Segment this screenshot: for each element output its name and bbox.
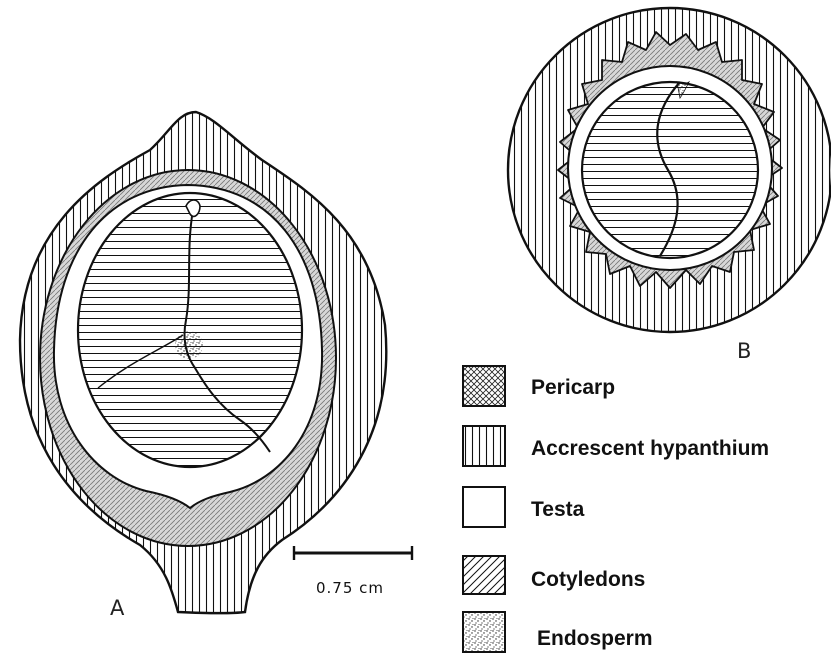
- panel-label-b: B: [737, 339, 751, 363]
- legend-label-testa: Testa: [531, 498, 585, 521]
- section-b-cotyledons: [582, 82, 758, 258]
- section-b: [508, 8, 831, 332]
- legend-item-cotyledons: Cotyledons: [463, 556, 645, 594]
- legend-label-cotyledons: Cotyledons: [531, 568, 645, 591]
- section-a: [20, 112, 386, 613]
- legend-swatch-cotyledons: [463, 556, 505, 594]
- legend: Pericarp Accrescent hypanthium Testa Cot…: [463, 366, 769, 652]
- scale-bar: 0.75 cm: [294, 546, 412, 597]
- legend-label-pericarp: Pericarp: [531, 376, 615, 399]
- legend-item-pericarp: Pericarp: [463, 366, 615, 406]
- scale-bar-label: 0.75 cm: [316, 579, 384, 597]
- legend-swatch-testa: [463, 487, 505, 527]
- legend-item-hypanthium: Accrescent hypanthium: [463, 426, 769, 466]
- legend-item-testa: Testa: [463, 487, 585, 527]
- legend-swatch-pericarp: [463, 366, 505, 406]
- legend-item-endosperm: Endosperm: [463, 612, 653, 652]
- legend-swatch-hypanthium: [463, 426, 505, 466]
- panel-label-a: A: [110, 596, 125, 620]
- legend-label-endosperm: Endosperm: [537, 627, 653, 650]
- legend-swatch-endosperm: [463, 612, 505, 652]
- legend-label-hypanthium: Accrescent hypanthium: [531, 437, 769, 460]
